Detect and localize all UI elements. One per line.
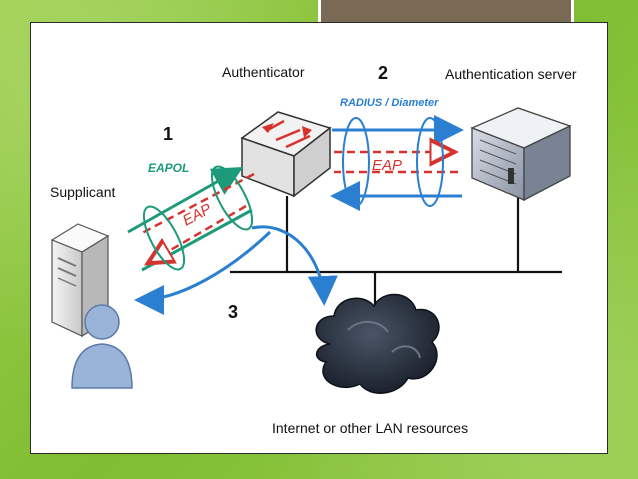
- eapol-ring-right: [210, 165, 254, 231]
- eapol-ring-left: [142, 205, 186, 271]
- eapol-arrow-to-authenticator: [127, 167, 244, 234]
- supplicant-label: Supplicant: [50, 184, 115, 200]
- internet-cloud-icon: [315, 293, 440, 394]
- radius-diameter-label: RADIUS / Diameter: [340, 97, 439, 109]
- authentication-server-icon: [470, 107, 572, 202]
- eap-dashed-upper: [139, 172, 255, 236]
- access-arrow-to-internet: [251, 225, 338, 306]
- step-3-number: 3: [228, 302, 238, 322]
- authenticator-switch-icon: [240, 111, 332, 198]
- authenticator-label: Authenticator: [222, 64, 305, 80]
- eap-label-right: EAP: [372, 157, 402, 174]
- radius-ring-left: [342, 117, 370, 207]
- authentication-server-label: Authentication server: [445, 66, 577, 82]
- eap-label-left: EAP: [180, 200, 214, 229]
- step-1-number: 1: [163, 124, 173, 144]
- access-flow-arrows: [134, 225, 338, 315]
- eapol-label: EAPOL: [148, 161, 189, 175]
- step-2-number: 2: [378, 63, 388, 83]
- access-arrow-to-supplicant: [134, 230, 272, 315]
- internet-label: Internet or other LAN resources: [272, 420, 468, 436]
- user-avatar-icon: [71, 304, 133, 389]
- eapol-tunnel: [127, 165, 255, 272]
- eap-dashed-to-supplicant: [150, 204, 247, 262]
- radius-tunnel: [330, 115, 464, 211]
- radius-ring-right: [416, 117, 444, 207]
